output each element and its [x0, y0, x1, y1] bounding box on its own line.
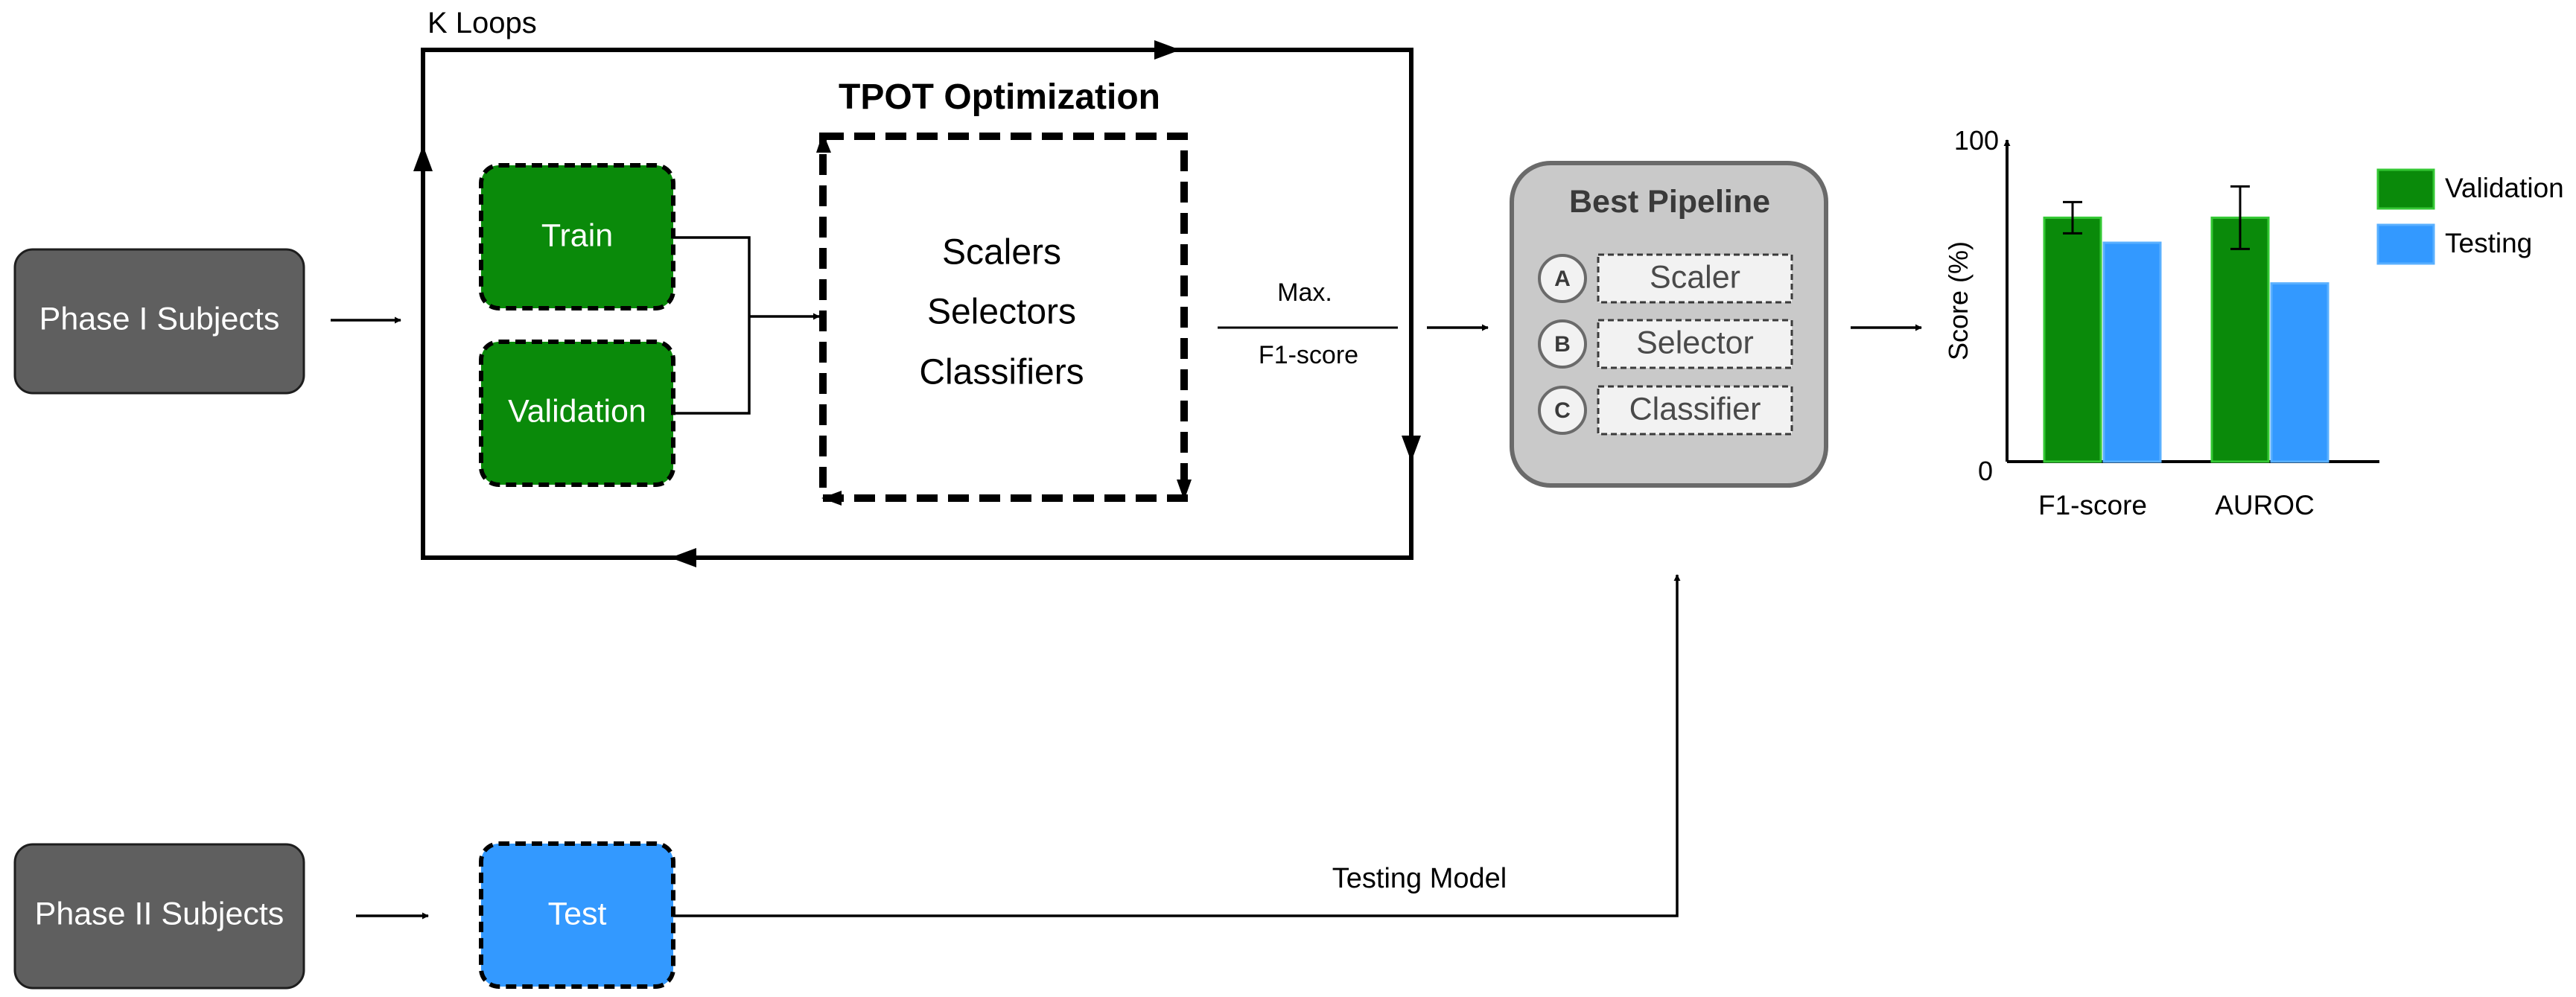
chart-bars: [2043, 216, 2329, 463]
tpot-item-scalers: Scalers: [942, 233, 1061, 273]
badge-a-label: A: [1554, 267, 1571, 291]
k-loops-frame: K Loops: [413, 7, 1421, 567]
validation-label: Validation: [508, 393, 646, 429]
testing-model-label: Testing Model: [1332, 863, 1507, 894]
legend-testing-label: Testing: [2445, 228, 2532, 258]
k-loops-label: K Loops: [427, 7, 537, 39]
best-pipeline-box: Best Pipeline A Scaler B Selector C Clas…: [1510, 161, 1828, 488]
phase1-label: Phase I Subjects: [39, 301, 280, 337]
loop-arrow-right: [1402, 436, 1421, 462]
step-selector-label: Selector: [1636, 325, 1754, 360]
step-classifier-label: Classifier: [1629, 391, 1761, 427]
loop-arrow-left: [413, 145, 433, 171]
badge-c-label: C: [1554, 398, 1571, 423]
tpot-corner-arrow-bl: [821, 491, 842, 506]
tpot-item-classifiers: Classifiers: [919, 353, 1084, 392]
tpot-title: TPOT Optimization: [839, 77, 1160, 117]
best-pipeline-title: Best Pipeline: [1569, 184, 1770, 220]
chart-error-bars: [2063, 185, 2250, 250]
score-bar-chart: 100 0 Score (%) F1-score AUROC Validatio…: [1943, 125, 2564, 520]
bar-validation-f1-score: [2043, 216, 2102, 463]
pipeline-step-classifier: C Classifier: [1538, 385, 1793, 436]
chart-category-f1: F1-score: [2038, 490, 2147, 520]
chart-y-label: Score (%): [1943, 241, 1974, 360]
badge-b: [1538, 319, 1587, 369]
connector-train-validation: [673, 236, 751, 415]
tpot-box: Scalers Selectors Classifiers: [816, 133, 1192, 506]
phase2-box: Phase II Subjects: [13, 843, 305, 990]
max-label: Max.: [1277, 278, 1332, 307]
bar-testing-auroc: [2270, 282, 2329, 463]
chart-ytick-max: 100: [1954, 125, 1999, 156]
error-bar-validation-auroc: [2230, 185, 2250, 250]
test-label: Test: [548, 896, 607, 931]
arrow-test-to-pipeline: [673, 574, 1681, 917]
badge-c: [1538, 386, 1587, 435]
train-label: Train: [541, 217, 613, 253]
bar-testing-f1-score: [2102, 241, 2162, 463]
chart-ytick-min: 0: [1978, 456, 1993, 486]
error-bar-validation-f1-score: [2063, 200, 2082, 235]
tpot-corner-arrow-br: [1177, 480, 1192, 500]
loop-arrow-top: [1154, 40, 1180, 60]
tpot-item-selectors: Selectors: [927, 293, 1076, 332]
phase2-label: Phase II Subjects: [35, 896, 284, 931]
pipeline-step-scaler: A Scaler: [1538, 253, 1793, 304]
test-box: Test: [479, 841, 675, 989]
bar-validation-auroc: [2210, 216, 2270, 463]
pipeline-step-selector: B Selector: [1538, 319, 1793, 369]
f1-label: F1-score: [1259, 341, 1358, 369]
legend-validation-swatch: [2376, 168, 2435, 210]
tpot-corner-arrow-tl: [816, 133, 831, 153]
phase1-box: Phase I Subjects: [13, 248, 305, 395]
chart-category-auroc: AUROC: [2215, 490, 2315, 520]
step-scaler-label: Scaler: [1650, 259, 1740, 295]
chart-legend: Validation Testing: [2376, 168, 2564, 265]
validation-box: Validation: [479, 340, 675, 487]
badge-b-label: B: [1554, 332, 1571, 357]
legend-validation-label: Validation: [2445, 173, 2564, 203]
train-box: Train: [479, 163, 675, 310]
legend-testing-swatch: [2376, 223, 2435, 265]
loop-arrow-bottom: [670, 548, 696, 567]
badge-a: [1538, 254, 1587, 303]
